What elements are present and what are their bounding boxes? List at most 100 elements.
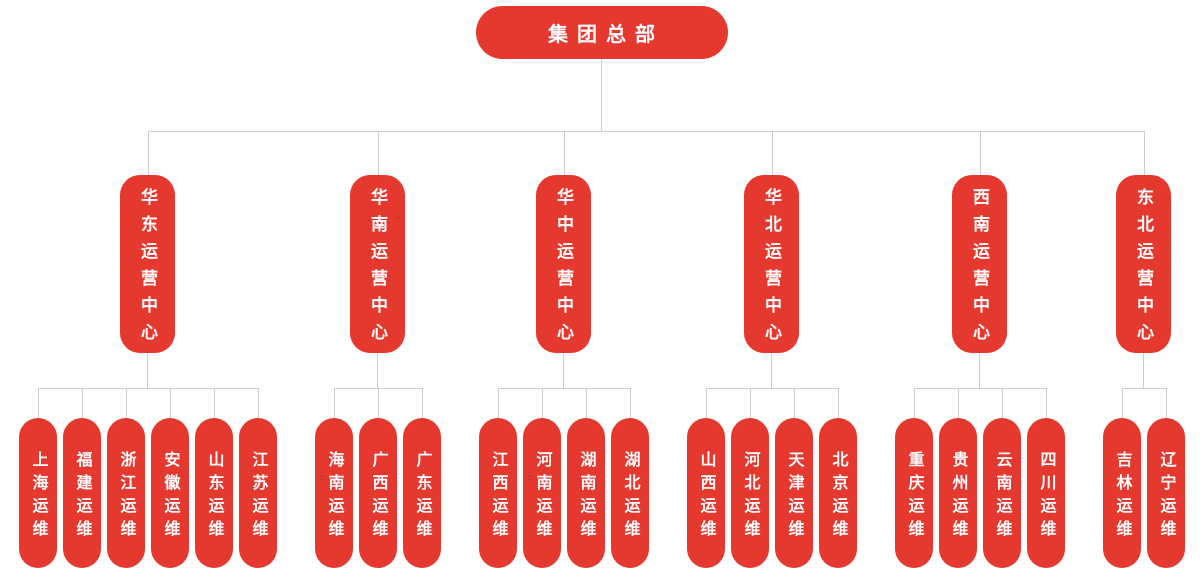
- center-node-3[interactable]: 华北运营中心: [744, 175, 799, 353]
- leaf-label-3-1: 河北运维: [741, 450, 759, 543]
- leaf-label-1-0: 海南运维: [325, 450, 343, 543]
- children-row-2: 江西运维河南运维湖南运维 湖北运维: [476, 388, 652, 568]
- center-label-5: 东北运营中心: [1134, 188, 1153, 350]
- leaf-wrap-3-2: 天津运维: [771, 388, 816, 568]
- leaf-wrap-1-0: 海南运维: [312, 388, 356, 568]
- leaf-label-4-1: 贵州运维: [949, 450, 967, 543]
- leaf-wrap-4-3: 四川运维: [1023, 388, 1068, 568]
- leaf-node-4-0[interactable]: 重庆运维: [894, 418, 933, 568]
- leaf-label-5-0: 吉林运维: [1113, 450, 1131, 543]
- center-label-3: 华北运营中心: [762, 188, 781, 350]
- center-group-0: 华东运营中心上海运维 福建运维 浙江运维 安徽运维 山东运维 江苏运维: [0, 131, 296, 568]
- leaf-label-5-1: 辽宁运维: [1157, 450, 1175, 543]
- leaf-wrap-2-0: 江西运维: [476, 388, 520, 568]
- center-label-0: 华东运营中心: [138, 188, 157, 350]
- leaf-node-0-0[interactable]: 上海运维: [18, 418, 57, 568]
- leaf-label-2-3: 湖北运维: [621, 450, 639, 543]
- leaf-label-0-4: 山东运维: [205, 450, 223, 543]
- center-label-4: 西南运营中心: [970, 188, 989, 350]
- leaf-wrap-4-2: 云南运维: [979, 388, 1024, 568]
- leaf-wrap-2-2: 湖南运维: [563, 388, 608, 568]
- leaf-wrap-1-2: 广东运维: [399, 388, 444, 568]
- children-row-1: 海南运维广西运维广东运维: [312, 388, 444, 568]
- root-connector-line: [601, 59, 602, 131]
- center-node-2[interactable]: 华中运营中心: [536, 175, 591, 353]
- hq-node[interactable]: 集团总部: [475, 6, 728, 59]
- leaf-wrap-0-3: 安徽运维: [147, 388, 192, 568]
- center-group-2: 华中运营中心江西运维河南运维湖南运维 湖北运维: [459, 131, 668, 568]
- leaf-label-2-2: 湖南运维: [577, 450, 595, 543]
- leaf-node-2-0[interactable]: 江西运维: [478, 418, 517, 568]
- leaf-node-0-5[interactable]: 江苏运维: [238, 418, 277, 568]
- leaf-wrap-5-1: 辽宁运维: [1143, 388, 1188, 568]
- children-row-0: 上海运维 福建运维 浙江运维 安徽运维 山东运维 江苏运维: [16, 388, 280, 568]
- center-node-0[interactable]: 华东运营中心: [120, 175, 175, 353]
- center-group-1: 华南运营中心海南运维广西运维广东运维: [295, 131, 460, 568]
- leaf-label-0-3: 安徽运维: [161, 450, 179, 543]
- leaf-node-4-3[interactable]: 四川运维: [1026, 418, 1065, 568]
- leaf-wrap-2-1: 河南运维: [519, 388, 564, 568]
- leaf-label-2-0: 江西运维: [489, 450, 507, 543]
- leaf-node-3-1[interactable]: 河北运维: [730, 418, 769, 568]
- leaf-node-5-1[interactable]: 辽宁运维: [1146, 418, 1185, 568]
- leaf-wrap-3-3: 北京运维: [815, 388, 860, 568]
- hq-label: 集团总部: [548, 24, 664, 46]
- center-group-5: 东北运营中心吉林运维 辽宁运维: [1083, 131, 1203, 568]
- center-connector-line-2: [563, 353, 564, 388]
- leaf-node-0-3[interactable]: 安徽运维: [150, 418, 189, 568]
- leaf-label-1-2: 广东运维: [413, 450, 431, 543]
- centers-row: 华东运营中心上海运维 福建运维 浙江运维 安徽运维 山东运维 江苏运维 华南运营中心海南运维…: [0, 131, 1203, 568]
- leaf-node-4-1[interactable]: 贵州运维: [938, 418, 977, 568]
- center-connector-line-5: [1143, 353, 1144, 388]
- center-connector-line-1: [377, 353, 378, 388]
- leaf-label-0-5: 江苏运维: [249, 450, 267, 543]
- center-connector-line-0: [147, 353, 148, 388]
- leaf-label-0-0: 上海运维: [29, 450, 47, 543]
- center-label-1: 华南运营中心: [368, 188, 387, 350]
- center-node-1[interactable]: 华南运营中心: [350, 175, 405, 353]
- leaf-node-0-1[interactable]: 福建运维: [62, 418, 101, 568]
- leaf-wrap-0-5: 江苏运维: [235, 388, 280, 568]
- leaf-wrap-0-2: 浙江运维: [103, 388, 148, 568]
- leaf-node-3-3[interactable]: 北京运维: [818, 418, 857, 568]
- leaf-label-4-0: 重庆运维: [905, 450, 923, 543]
- leaf-node-3-2[interactable]: 天津运维: [774, 418, 813, 568]
- leaf-label-4-3: 四川运维: [1037, 450, 1055, 543]
- leaf-label-4-2: 云南运维: [993, 450, 1011, 543]
- leaf-node-5-0[interactable]: 吉林运维: [1102, 418, 1141, 568]
- leaf-node-2-1[interactable]: 河南运维: [522, 418, 561, 568]
- leaf-node-1-1[interactable]: 广西运维: [358, 418, 397, 568]
- leaf-wrap-4-1: 贵州运维: [935, 388, 980, 568]
- leaf-node-0-2[interactable]: 浙江运维: [106, 418, 145, 568]
- leaf-wrap-0-4: 山东运维: [191, 388, 236, 568]
- leaf-node-1-2[interactable]: 广东运维: [402, 418, 441, 568]
- children-row-4: 重庆运维 贵州运维 云南运维 四川运维: [892, 388, 1068, 568]
- center-node-5[interactable]: 东北运营中心: [1116, 175, 1171, 353]
- center-connector-line-4: [979, 353, 980, 388]
- leaf-wrap-4-0: 重庆运维: [892, 388, 936, 568]
- center-group-4: 西南运营中心重庆运维 贵州运维 云南运维 四川运维: [875, 131, 1084, 568]
- center-connector-line-3: [771, 353, 772, 388]
- center-node-4[interactable]: 西南运营中心: [952, 175, 1007, 353]
- org-tree: 集团总部 华东运营中心上海运维 福建运维 浙江运维 安徽运维 山东运维 江苏运维 华南运营中…: [0, 6, 1203, 568]
- leaf-label-0-1: 福建运维: [73, 450, 91, 543]
- leaf-wrap-3-1: 河北运维: [727, 388, 772, 568]
- leaf-label-0-2: 浙江运维: [117, 450, 135, 543]
- leaf-wrap-1-1: 广西运维: [355, 388, 400, 568]
- children-row-5: 吉林运维 辽宁运维: [1100, 388, 1188, 568]
- center-group-3: 华北运营中心山西运维 河北运维 天津运维 北京运维: [667, 131, 876, 568]
- leaf-node-2-3[interactable]: 湖北运维: [610, 418, 649, 568]
- leaf-node-3-0[interactable]: 山西运维: [686, 418, 725, 568]
- leaf-node-2-2[interactable]: 湖南运维: [566, 418, 605, 568]
- leaf-wrap-3-0: 山西运维: [684, 388, 728, 568]
- leaf-node-1-0[interactable]: 海南运维: [314, 418, 353, 568]
- leaf-node-0-4[interactable]: 山东运维: [194, 418, 233, 568]
- leaf-node-4-2[interactable]: 云南运维: [982, 418, 1021, 568]
- leaf-label-3-0: 山西运维: [697, 450, 715, 543]
- leaf-label-3-3: 北京运维: [829, 450, 847, 543]
- children-row-3: 山西运维 河北运维 天津运维 北京运维: [684, 388, 860, 568]
- leaf-wrap-5-0: 吉林运维: [1100, 388, 1144, 568]
- leaf-wrap-2-3: 湖北运维: [607, 388, 652, 568]
- leaf-label-3-2: 天津运维: [785, 450, 803, 543]
